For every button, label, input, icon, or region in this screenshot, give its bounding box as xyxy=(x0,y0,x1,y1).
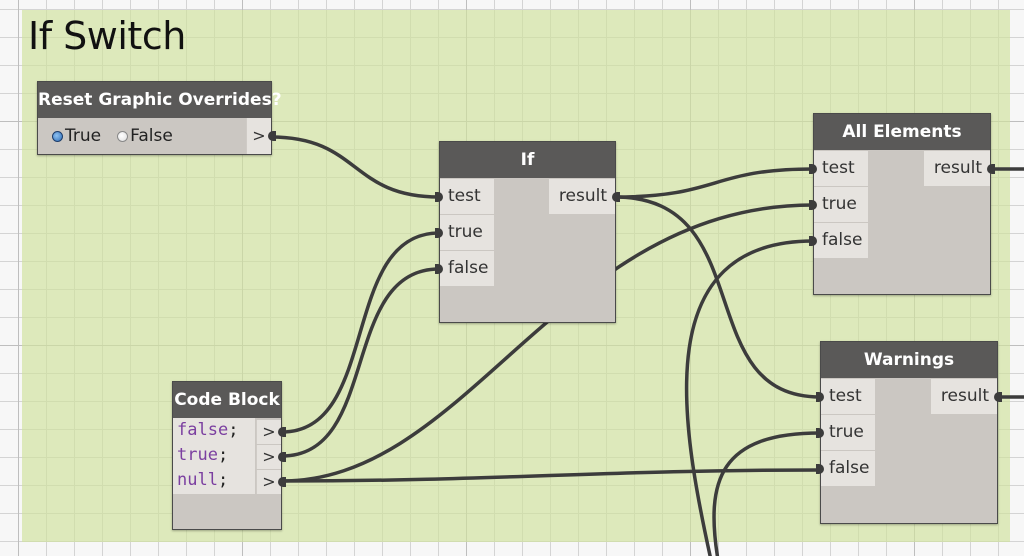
output-connector[interactable] xyxy=(278,452,286,462)
port-label: result xyxy=(558,186,607,206)
port-label: true xyxy=(829,422,864,442)
code-semicolon: ; xyxy=(217,445,229,465)
port-label: true xyxy=(822,194,857,214)
node-warnings[interactable]: Warnings test true false result xyxy=(816,341,1002,524)
output-port-result[interactable]: result xyxy=(924,151,995,186)
output-connector[interactable] xyxy=(612,192,620,202)
output-connector[interactable] xyxy=(278,477,286,487)
port-label: result xyxy=(933,158,982,178)
code-semicolon: ; xyxy=(217,470,229,490)
port-label: false xyxy=(822,230,863,250)
input-port-false[interactable]: false xyxy=(816,451,875,486)
output-port[interactable]: > xyxy=(246,118,276,154)
input-connector[interactable] xyxy=(809,200,817,210)
output-port-result[interactable]: result xyxy=(549,179,620,214)
input-connector[interactable] xyxy=(809,164,817,174)
node-title: Code Block xyxy=(173,382,281,418)
output-port-result[interactable]: result xyxy=(931,379,1002,414)
output-port-2[interactable]: > xyxy=(256,445,286,469)
code-keyword: null xyxy=(177,470,218,490)
node-reset-graphic-overrides[interactable]: Reset Graphic Overrides? True False > xyxy=(37,81,282,155)
input-connector[interactable] xyxy=(816,464,824,474)
radio-true-label[interactable]: True xyxy=(65,126,102,146)
code-line-1: false; xyxy=(177,418,255,443)
code-editor[interactable]: false; true; null; xyxy=(173,418,255,494)
input-port-test[interactable]: test xyxy=(809,151,868,186)
input-port-true[interactable]: true xyxy=(816,415,875,450)
code-semicolon: ; xyxy=(228,420,239,440)
port-label: false xyxy=(448,258,489,278)
port-label: test xyxy=(829,386,862,406)
input-connector[interactable] xyxy=(816,428,824,438)
input-port-true[interactable]: true xyxy=(435,215,494,250)
input-connector[interactable] xyxy=(435,192,443,202)
code-keyword: false xyxy=(177,420,229,440)
radio-false-label[interactable]: False xyxy=(130,126,173,146)
code-line-2: true; xyxy=(177,443,255,468)
node-title: Warnings xyxy=(821,342,997,378)
port-label: test xyxy=(448,186,481,206)
node-if[interactable]: If test true false result xyxy=(435,141,620,323)
input-connector[interactable] xyxy=(816,392,824,402)
input-connector[interactable] xyxy=(435,228,443,238)
input-port-true[interactable]: true xyxy=(809,187,868,222)
code-keyword: true xyxy=(177,445,218,465)
code-line-3: null; xyxy=(177,468,255,493)
input-port-test[interactable]: test xyxy=(435,179,494,214)
node-title: If xyxy=(440,142,615,178)
group-title[interactable]: If Switch xyxy=(28,14,186,58)
output-connector[interactable] xyxy=(268,131,276,141)
input-connector[interactable] xyxy=(435,264,443,274)
boolean-toggle[interactable]: True False xyxy=(38,118,245,154)
output-connector[interactable] xyxy=(994,392,1002,402)
radio-true[interactable] xyxy=(52,130,63,142)
radio-false[interactable] xyxy=(117,130,129,142)
input-connector[interactable] xyxy=(809,236,817,246)
node-title: Reset Graphic Overrides? xyxy=(38,82,282,118)
port-label: true xyxy=(448,222,483,242)
input-port-false[interactable]: false xyxy=(809,223,868,258)
output-port-1[interactable]: > xyxy=(256,420,286,444)
port-label: result xyxy=(940,386,989,406)
node-title: All Elements xyxy=(814,114,990,150)
output-port-label: > xyxy=(252,126,266,145)
node-code-block[interactable]: Code Block false; true; null; > > > xyxy=(172,381,286,530)
input-port-false[interactable]: false xyxy=(435,251,494,286)
output-port-3[interactable]: > xyxy=(256,470,286,494)
port-label: > xyxy=(262,447,276,466)
node-all-elements[interactable]: All Elements test true false result xyxy=(809,113,995,295)
port-label: > xyxy=(262,422,276,441)
port-label: false xyxy=(829,458,870,478)
input-port-test[interactable]: test xyxy=(816,379,875,414)
port-label: test xyxy=(822,158,855,178)
output-connector[interactable] xyxy=(278,427,286,437)
output-connector[interactable] xyxy=(987,164,995,174)
port-label: > xyxy=(262,472,276,491)
